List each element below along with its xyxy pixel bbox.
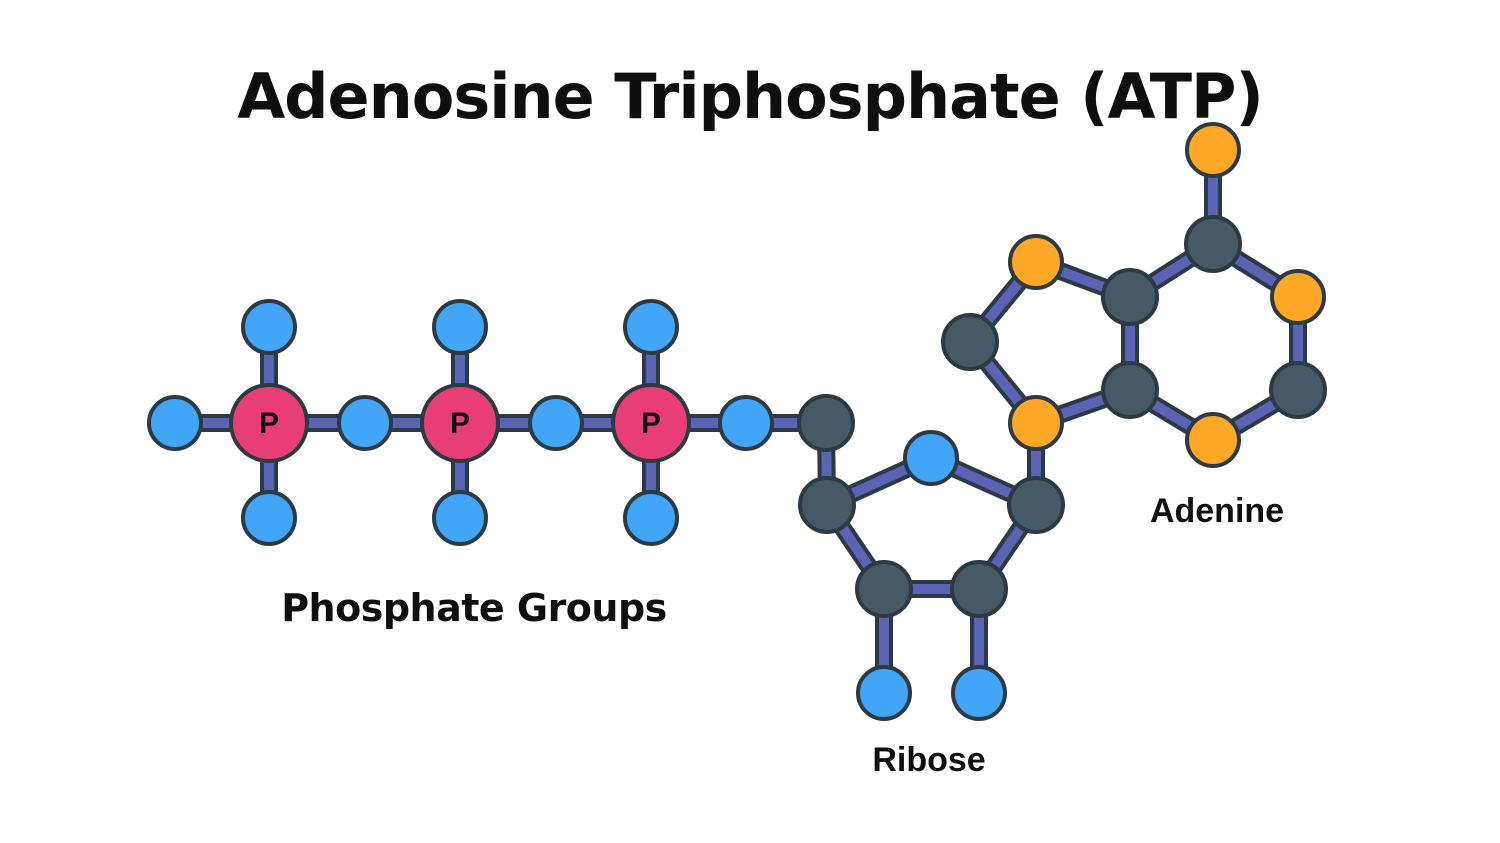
- pink-phosphorus-atom-p1: [229, 383, 309, 463]
- blue-atom-o2d: [432, 490, 488, 546]
- blue-atom-o3: [528, 395, 584, 451]
- phosphate-groups-label: Phosphate Groups: [281, 586, 667, 630]
- blue-atom-o1d: [241, 490, 297, 546]
- dark-atom-rc3: [855, 560, 913, 618]
- adenine-label: Adenine: [1150, 492, 1284, 530]
- blue-atom-o3u: [623, 299, 679, 355]
- dark-atom-rc4: [798, 476, 856, 534]
- phosphorus-label-1: P: [259, 407, 279, 440]
- blue-atom-ro: [903, 430, 959, 486]
- blue-atom-o4: [718, 395, 774, 451]
- blue-atom-o1: [147, 395, 203, 451]
- dark-atom-c5a: [1101, 268, 1159, 326]
- blue-atom-o2: [337, 395, 393, 451]
- blue-atom-rc3o: [856, 665, 912, 721]
- orange-atom-n3: [1185, 412, 1241, 468]
- dark-atom-c6: [1184, 215, 1242, 273]
- dark-atom-c8: [941, 313, 999, 371]
- blue-atom-o1u: [241, 299, 297, 355]
- dark-atom-rc1: [1007, 476, 1065, 534]
- ribose-label: Ribose: [872, 741, 985, 779]
- phosphorus-label-3: P: [641, 407, 661, 440]
- pink-phosphorus-atom-p2: [420, 383, 500, 463]
- atoms: [147, 122, 1327, 721]
- pink-phosphorus-atom-p3: [611, 383, 691, 463]
- orange-atom-n7: [1008, 234, 1064, 290]
- phosphorus-label-2: P: [450, 407, 470, 440]
- diagram-title: Adenosine Triphosphate (ATP): [237, 60, 1263, 133]
- blue-atom-rc2o: [951, 665, 1007, 721]
- dark-atom-rc2: [950, 560, 1008, 618]
- dark-atom-c4a: [1101, 361, 1159, 419]
- dark-atom-c2: [1269, 361, 1327, 419]
- orange-atom-n6: [1185, 122, 1241, 178]
- orange-atom-n1: [1270, 269, 1326, 325]
- blue-atom-o2u: [432, 299, 488, 355]
- orange-atom-n9: [1008, 395, 1064, 451]
- dark-atom-c5: [797, 394, 855, 452]
- blue-atom-o3d: [623, 490, 679, 546]
